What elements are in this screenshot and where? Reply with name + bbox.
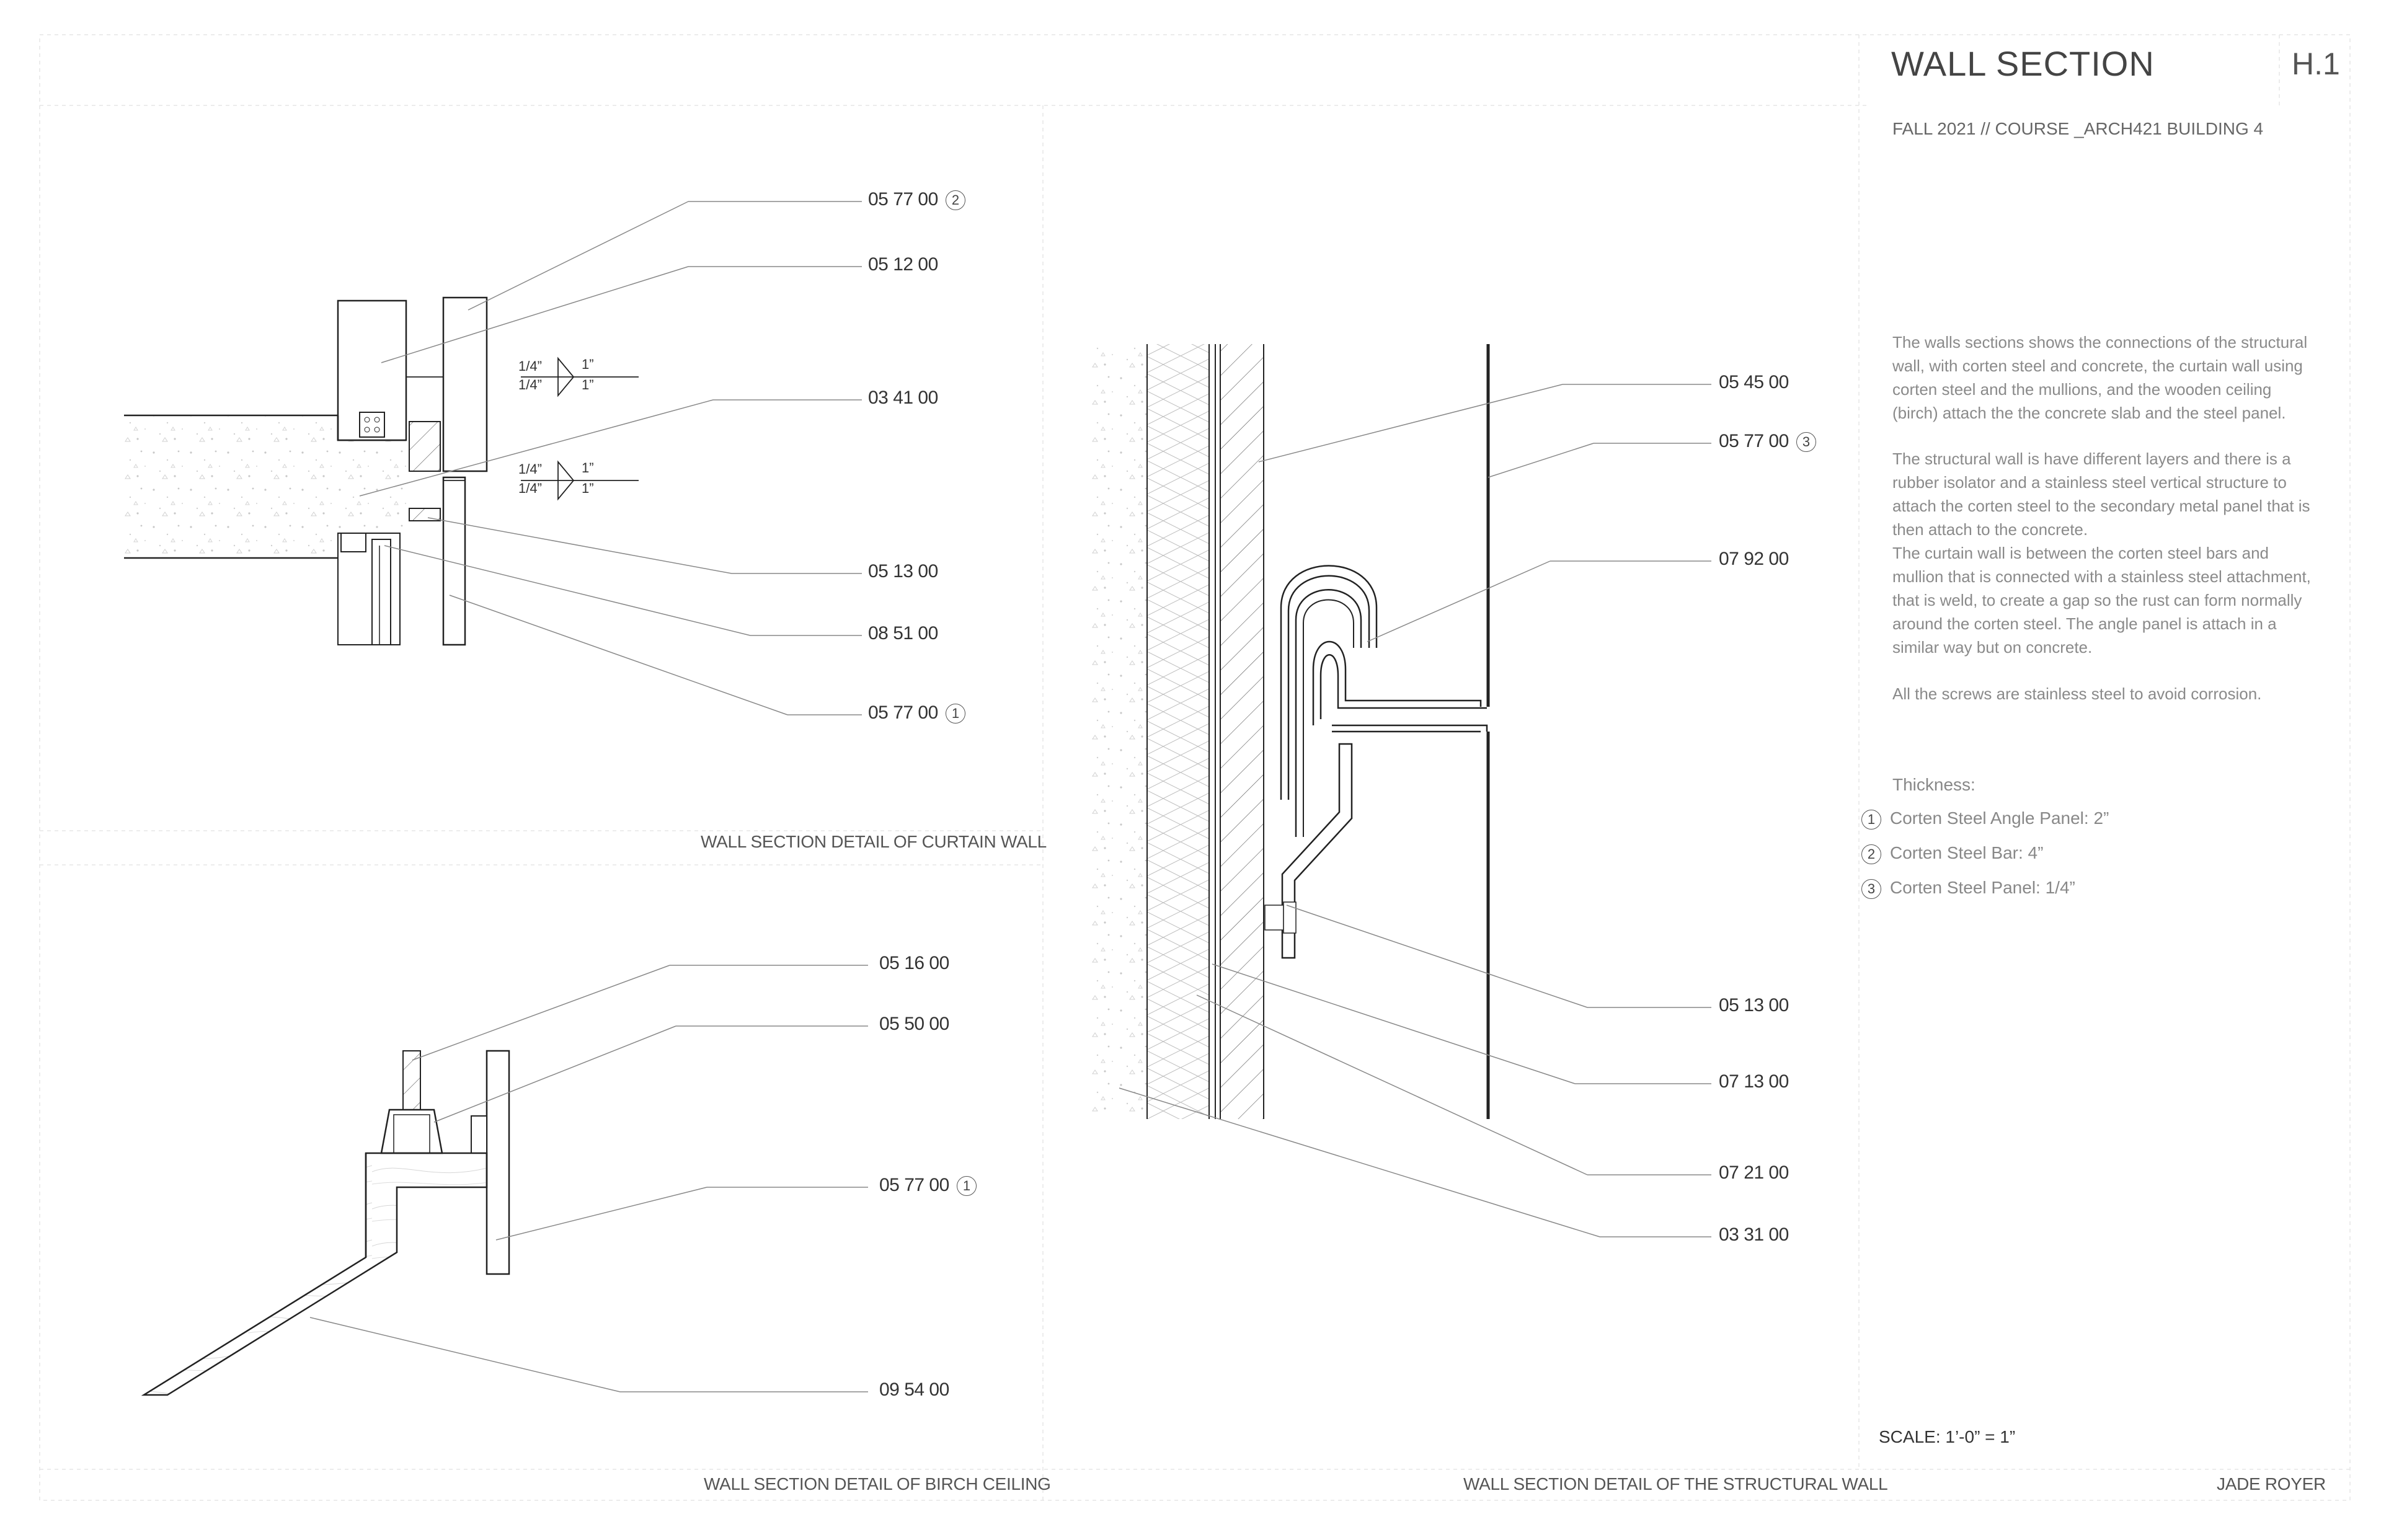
spec-label: 05 77 00 3 [1719,431,1816,453]
spec-code: 05 77 00 [879,1175,949,1195]
description-paragraph-4: All the screws are stainless steel to av… [1892,684,2262,703]
dimension-label: 1” [582,480,594,496]
birch-ceiling-detail [141,965,868,1396]
thickness-number: 3 [1861,878,1881,899]
thickness-text: Corten Steel Bar: 4” [1890,843,2044,862]
thickness-text: Corten Steel Panel: 1/4” [1890,878,2075,897]
thickness-text: Corten Steel Angle Panel: 2” [1890,808,2109,828]
dimension-label: 1/4” [518,358,542,374]
thickness-item: 1 Corten Steel Angle Panel: 2” [1861,808,2109,830]
spec-label: 05 45 00 [1719,372,1789,392]
caption-curtain-wall: WALL SECTION DETAIL OF CURTAIN WALL [701,832,1047,851]
spec-ref-number: 1 [945,704,965,724]
spec-label: 03 31 00 [1719,1224,1789,1245]
dimension-label: 1/4” [518,461,542,477]
thickness-item: 3 Corten Steel Panel: 1/4” [1861,878,2075,899]
dimension-label: 1” [582,356,594,372]
page-title: WALL SECTION [1891,44,2155,83]
dimension-label: 1/4” [518,480,542,496]
spec-label: 05 12 00 [868,254,938,275]
drawing-scale: SCALE: 1’-0” = 1” [1879,1427,2016,1446]
spec-label: 03 41 00 [868,387,938,408]
thickness-item: 2 Corten Steel Bar: 4” [1861,843,2043,864]
description-paragraph-1: The walls sections shows the connections… [1892,333,2308,422]
dimension-label: 1/4” [518,377,542,392]
spec-code: 05 77 00 [868,189,938,210]
page-subtitle: FALL 2021 // COURSE _ARCH421 BUILDING 4 [1892,119,2264,138]
thickness-number: 1 [1861,809,1881,830]
spec-label: 05 77 00 2 [868,189,965,211]
sheet-number: H.1 [2292,46,2340,81]
structural-wall-detail [1091,344,1711,1237]
spec-label: 05 13 00 [868,561,938,582]
author-name: JADE ROYER [2217,1474,2326,1494]
spec-code: 05 77 00 [868,702,938,723]
thickness-number: 2 [1861,844,1881,864]
spec-label: 07 13 00 [1719,1071,1789,1092]
caption-birch-ceiling: WALL SECTION DETAIL OF BIRCH CEILING [704,1474,1051,1494]
spec-label: 05 50 00 [879,1014,949,1034]
spec-label: 05 77 00 1 [879,1175,977,1197]
thickness-heading: Thickness: [1892,775,1975,794]
spec-label: 05 77 00 1 [868,702,965,724]
caption-structural-wall: WALL SECTION DETAIL OF THE STRUCTURAL WA… [1463,1474,1888,1494]
spec-label: 09 54 00 [879,1379,949,1400]
spec-label: 05 13 00 [1719,995,1789,1016]
dimension-label: 1” [582,460,594,476]
spec-label: 07 92 00 [1719,549,1789,569]
spec-code: 05 77 00 [1719,431,1789,451]
spec-label: 05 16 00 [879,953,949,973]
spec-label: 08 51 00 [868,623,938,644]
spec-ref-number: 3 [1796,432,1816,453]
curtain-wall-detail [124,201,862,715]
description-paragraph-3: The curtain wall is between the corten s… [1892,544,2311,657]
description-paragraph-2: The structural wall is have different la… [1892,449,2310,539]
spec-label: 07 21 00 [1719,1162,1789,1183]
spec-ref-number: 2 [945,190,965,211]
dimension-label: 1” [582,377,594,392]
spec-ref-number: 1 [956,1176,977,1197]
